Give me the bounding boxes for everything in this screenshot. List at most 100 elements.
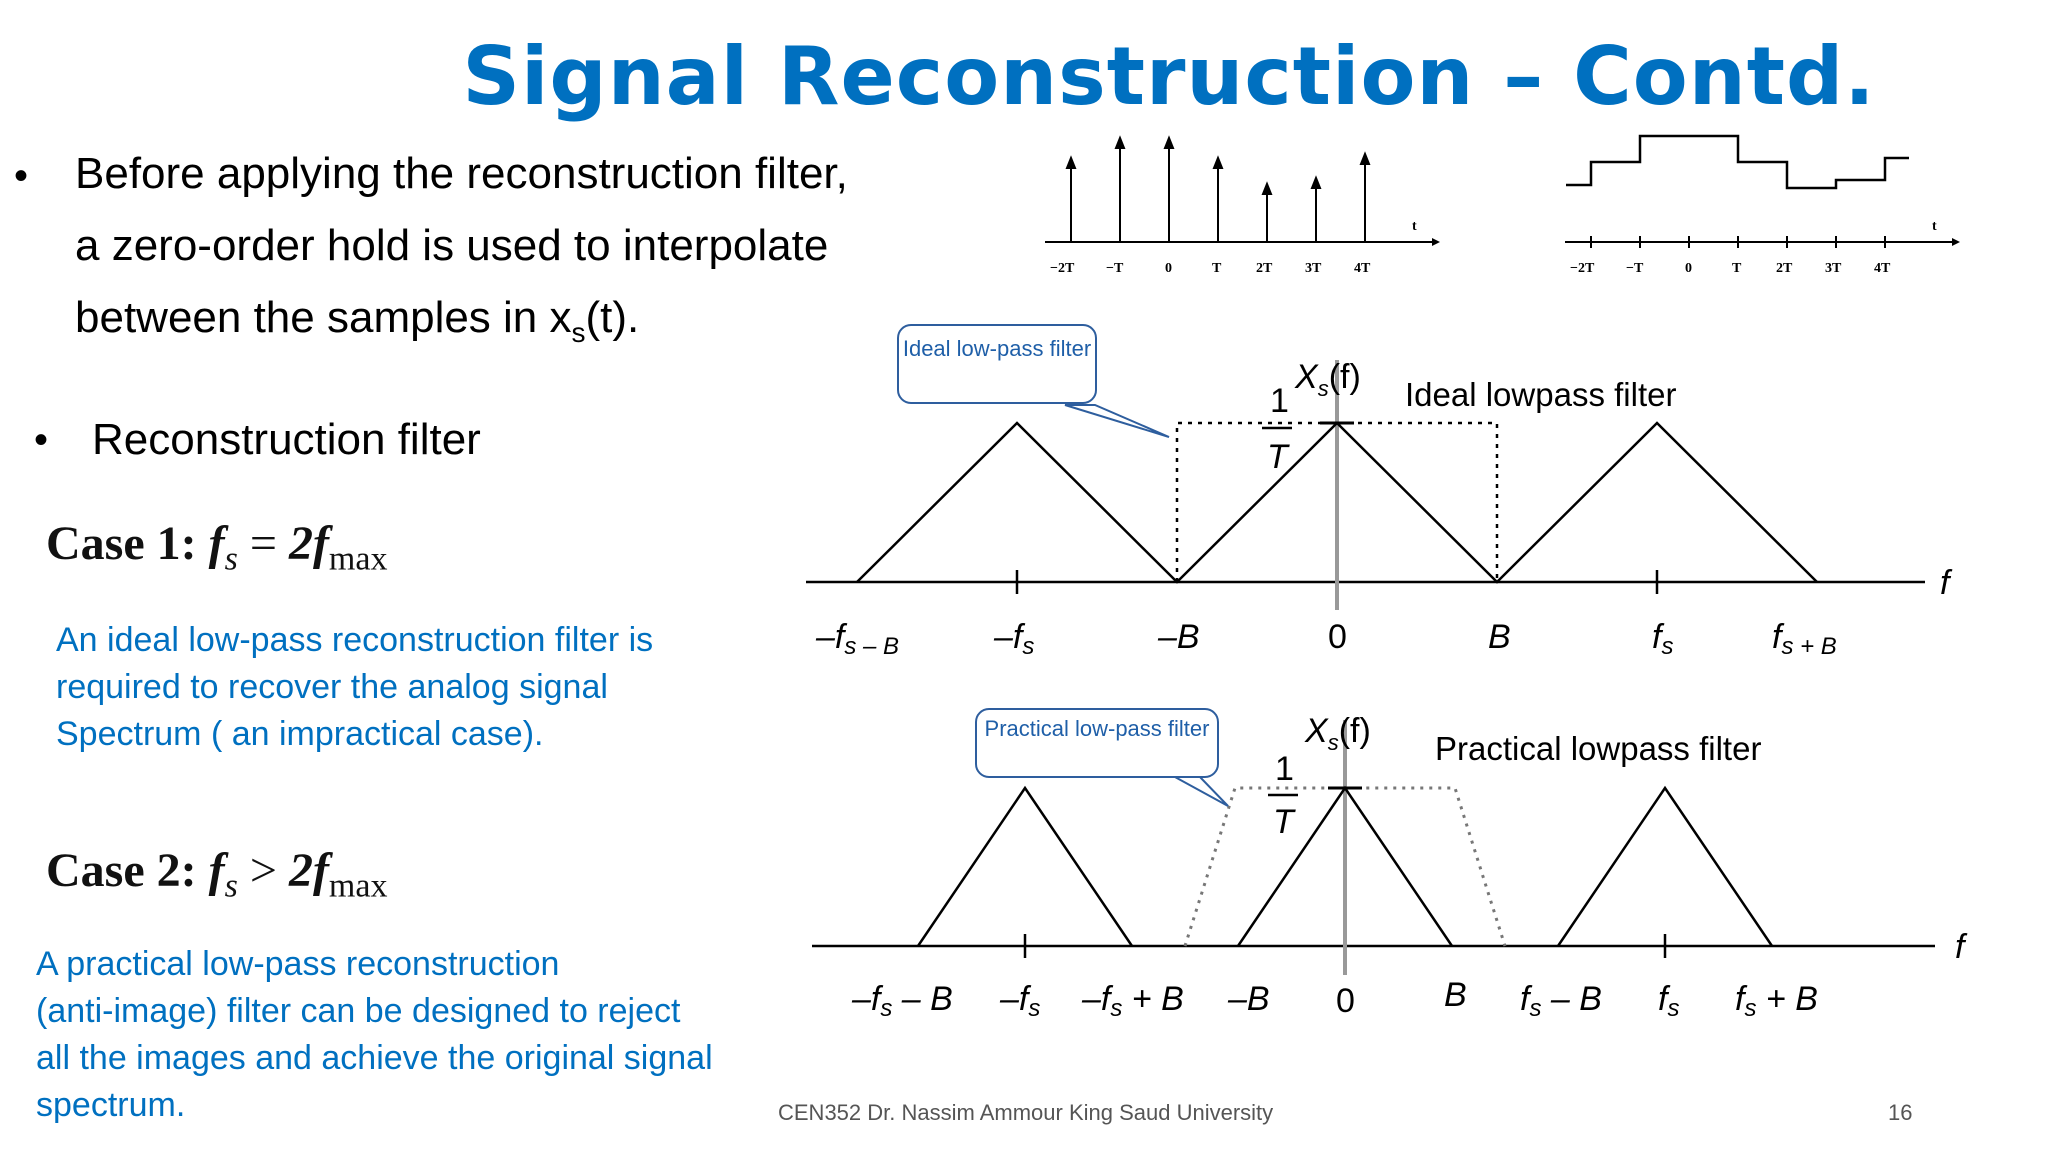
case-1-text-line-3: Spectrum ( an impractical case). (56, 715, 544, 753)
practical-spectrum-diagram: f Xs(f) 1 T Practical lowpass filter –fs… (812, 712, 1968, 1022)
practical-tl-mb: –B (1227, 980, 1270, 1018)
case-2-lhs-sub: s (224, 867, 238, 905)
ideal-tick-label-mb: –B (1157, 618, 1200, 656)
ideal-tick-label-fs: fs (1652, 618, 1673, 660)
bullet-1-subscript: s (571, 316, 586, 348)
page-number: 16 (1888, 1100, 1913, 1125)
ideal-tick-label-fs-b: fs + B (1772, 618, 1837, 660)
practical-ylabel: Xs(f) (1304, 712, 1371, 755)
ideal-callout-pointer (1064, 404, 1170, 438)
slide-title-text: Signal Reconstruction – Contd. (462, 30, 1876, 123)
ideal-tl-5b: s (1661, 633, 1673, 660)
ideal-tl-1a: –f (993, 618, 1026, 656)
zoh-tick-2t: 2T (1776, 261, 1793, 276)
zoh-tick-0: 0 (1685, 261, 1692, 276)
practical-right-image (1556, 785, 1774, 947)
impulse-tick-3t: 3T (1305, 261, 1322, 276)
zoh-tick-m2t: −2T (1570, 261, 1595, 276)
case-1-rhs-sub: max (328, 540, 388, 578)
case-1-lhs-sub: s (224, 540, 238, 578)
bullet-1-line-3-text: between the samples in x (75, 293, 572, 342)
case-2-text-line-3: all the images and achieve the original … (36, 1039, 713, 1077)
ideal-tick-label-b: B (1488, 618, 1511, 656)
practical-ylabel-sub: s (1328, 730, 1339, 755)
case-2-formula: Case 2: fs > 2fmax (46, 843, 387, 906)
case-2-rhs: 2f (288, 844, 329, 897)
footer-text: CEN352 Dr. Nassim Ammour King Saud Unive… (778, 1100, 1274, 1125)
zoh-tick-mt: −T (1626, 261, 1644, 276)
zoh-tick-4t: 4T (1874, 261, 1891, 276)
ideal-tl-1b: s (1022, 633, 1034, 660)
practical-callout-pointer (1174, 776, 1229, 807)
case-1-rhs: 2f (288, 517, 329, 570)
practical-filter-label: Practical lowpass filter (1435, 730, 1761, 767)
practical-tl-b: B (1444, 976, 1467, 1014)
case-1-description: An ideal low-pass reconstruction filter … (56, 617, 796, 758)
zoh-plot: t −2T −T 0 T 2T 3T 4T (1565, 134, 1960, 276)
ideal-tl-0a: –f (815, 618, 848, 656)
practical-tl-fs-mb: fs – B (1520, 980, 1602, 1022)
practical-ylabel-main: X (1304, 712, 1329, 750)
impulse-tick-t: T (1212, 261, 1222, 276)
case-2-lhs: f (208, 844, 225, 897)
ideal-tl-0b: s – B (844, 633, 899, 660)
ideal-filter-label: Ideal lowpass filter (1405, 376, 1676, 413)
ideal-gain-den: T (1267, 438, 1290, 476)
practical-tl-fs: fs (1658, 980, 1679, 1022)
ideal-spectrum-diagram: f Xs(f) 1 T Ideal lowpass filter –fs – B… (806, 358, 1953, 660)
case-1-formula: Case 1: fs = 2fmax (46, 516, 387, 579)
case-2-label: Case 2: (46, 844, 197, 897)
bullet-2: Reconstruction filter (92, 415, 481, 464)
bullet-1-line-3: between the samples in xs(t). (75, 282, 975, 369)
ideal-tl-6b: s + B (1781, 633, 1836, 660)
case-2-text-line-4: spectrum. (36, 1086, 186, 1124)
practical-filter-callout: Practical low-pass filter (975, 708, 1219, 778)
case-1-text-line-2: required to recover the analog signal (56, 668, 608, 706)
impulse-axis-arrow (1432, 238, 1440, 246)
case-2-description: A practical low-pass reconstruction (ant… (36, 941, 796, 1129)
case-1-relation: = (249, 517, 277, 570)
bullet-dot-1: • (14, 154, 29, 198)
practical-tl-fs-pb: fs + B (1735, 980, 1818, 1022)
practical-axis-var: f (1955, 928, 1968, 966)
ideal-gain-num: 1 (1270, 382, 1289, 420)
zoh-axis-arrow (1952, 238, 1960, 246)
case-2-text-line-1: A practical low-pass reconstruction (36, 945, 560, 983)
case-2-rhs-sub: max (328, 867, 388, 905)
impulse-train-plot: t −2T −T 0 T 2T 3T 4T (1045, 135, 1440, 276)
zoh-tick-3t: 3T (1825, 261, 1842, 276)
practical-tl-0: 0 (1336, 982, 1355, 1020)
case-2-relation: > (249, 844, 277, 897)
case-2-text-line-2: (anti-image) filter can be designed to r… (36, 992, 681, 1030)
bullet-1-line-1: Before applying the reconstruction filte… (75, 149, 848, 198)
bullet-1-line-3-tail: (t). (585, 293, 640, 342)
practical-gain-den: T (1273, 803, 1296, 841)
impulse-tick-2t: 2T (1256, 261, 1273, 276)
bullet-dot-2: • (34, 418, 49, 462)
impulse-tick-mt: −T (1106, 261, 1124, 276)
impulse-tick-0: 0 (1165, 261, 1172, 276)
ideal-ylabel-main: X (1294, 358, 1319, 396)
impulse-axis-var: t (1412, 219, 1417, 234)
ideal-tick-label-0: 0 (1328, 618, 1347, 656)
impulse-tick-4t: 4T (1354, 261, 1371, 276)
ideal-tick-label-mfs-b: –fs – B (815, 618, 899, 660)
ideal-axis-var: f (1940, 564, 1953, 602)
bullet-1: Before applying the reconstruction filte… (75, 138, 975, 369)
ideal-callout-text: Ideal low-pass filter (902, 336, 1092, 361)
impulse-tick-m2t: −2T (1050, 261, 1075, 276)
ideal-filter-callout: Ideal low-pass filter (897, 324, 1097, 404)
slide-title: Signal Reconstruction – Contd. (0, 30, 2048, 123)
ideal-ylabel-arg: (f) (1329, 358, 1361, 396)
ideal-ylabel-sub: s (1318, 376, 1329, 401)
case-1-text-line-1: An ideal low-pass reconstruction filter … (56, 621, 654, 659)
practical-left-image (916, 785, 1134, 947)
practical-tl-mfs-pb: –fs + B (1081, 980, 1184, 1022)
practical-tl-mfs-b: –fs – B (851, 980, 953, 1022)
bullet-1-line-2: a zero-order hold is used to interpolate (75, 221, 829, 270)
practical-filter-shape (1183, 786, 1507, 947)
practical-gain-num: 1 (1275, 750, 1294, 788)
zoh-axis-ticks (1590, 236, 1886, 248)
case-1-lhs: f (208, 517, 225, 570)
